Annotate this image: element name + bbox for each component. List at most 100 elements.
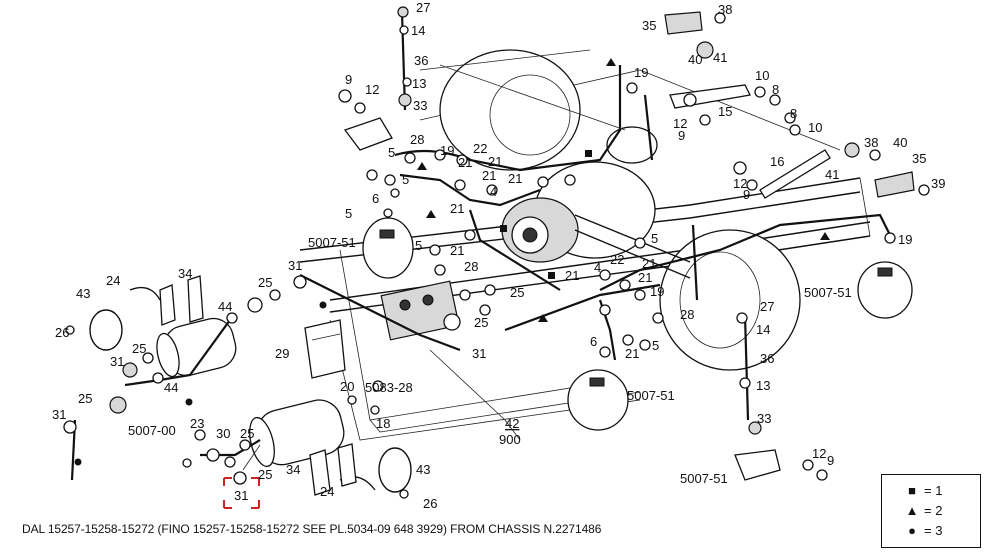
- label-8: 8: [790, 106, 797, 121]
- label-4: 4: [594, 260, 601, 275]
- label-33: 33: [757, 411, 771, 426]
- label-12: 12: [812, 446, 826, 461]
- label-31: 31: [472, 346, 486, 361]
- label-28: 28: [680, 307, 694, 322]
- label-8: 8: [772, 82, 779, 97]
- label-26: 26: [55, 325, 69, 340]
- legend-text: = 1: [924, 483, 943, 498]
- triangle-marker-icon: ▲: [905, 503, 919, 518]
- label-21: 21: [458, 155, 472, 170]
- label-30: 30: [216, 426, 230, 441]
- label-25: 25: [510, 285, 524, 300]
- label-31: 31: [52, 407, 66, 422]
- label-21: 21: [625, 346, 639, 361]
- label-19: 19: [440, 143, 454, 158]
- circle-marker-icon: ●: [908, 523, 916, 538]
- label-44: 44: [164, 380, 178, 395]
- label-31: 31: [110, 354, 124, 369]
- label-26: 26: [423, 496, 437, 511]
- fittings: [63, 6, 930, 499]
- label-5: 5: [388, 145, 395, 160]
- label-9: 9: [678, 128, 685, 143]
- label-34: 34: [286, 462, 300, 477]
- label-28: 28: [410, 132, 424, 147]
- label-14: 14: [756, 322, 770, 337]
- air-tank-lower: [249, 399, 345, 468]
- label-20: 20: [340, 379, 354, 394]
- label-21: 21: [642, 256, 656, 271]
- label-12: 12: [673, 116, 687, 131]
- legend-row-3: ●= 3: [904, 523, 942, 538]
- label-21: 21: [450, 243, 464, 258]
- lever-upper: [669, 84, 751, 109]
- label-18: 18: [376, 416, 390, 431]
- clamp-upper: [89, 275, 204, 351]
- valve-block: [380, 280, 461, 341]
- bracket-upper-left: [343, 117, 393, 151]
- label-10: 10: [808, 120, 822, 135]
- legend-row-2: ▲ = 2: [904, 503, 943, 518]
- label-10: 10: [755, 68, 769, 83]
- label-36: 36: [760, 351, 774, 366]
- label-5: 5: [402, 172, 409, 187]
- label-900: 900: [499, 432, 521, 447]
- label-25: 25: [258, 275, 272, 290]
- square-marker-icon: ■: [908, 483, 916, 498]
- label-6: 6: [590, 334, 597, 349]
- label-25: 25: [78, 391, 92, 406]
- legend-text: = 2: [924, 503, 943, 518]
- label-5007-51: 5007-51: [680, 471, 728, 486]
- label-19: 19: [634, 65, 648, 80]
- air-bellows-3: [857, 261, 913, 319]
- label-5: 5: [345, 206, 352, 221]
- label-13: 13: [412, 76, 426, 91]
- label-14: 14: [411, 23, 425, 38]
- label-25: 25: [258, 467, 272, 482]
- label-21: 21: [508, 171, 522, 186]
- label-19: 19: [898, 232, 912, 247]
- bracket-35b: [874, 171, 915, 198]
- clamp-lower: [309, 443, 412, 496]
- air-tank-upper: [156, 317, 237, 378]
- label-5007-51: 5007-51: [627, 388, 675, 403]
- label-12: 12: [733, 176, 747, 191]
- rear-wheel-lower: [659, 229, 801, 371]
- label-22: 22: [473, 141, 487, 156]
- label-5: 5: [415, 238, 422, 253]
- highlight-31: [223, 477, 260, 509]
- label-25: 25: [474, 315, 488, 330]
- label-43: 43: [416, 462, 430, 477]
- label-40: 40: [688, 52, 702, 67]
- label-35: 35: [912, 151, 926, 166]
- label-9: 9: [827, 453, 834, 468]
- label-40: 40: [893, 135, 907, 150]
- label-9: 9: [345, 72, 352, 87]
- label-5007-00: 5007-00: [128, 423, 176, 438]
- label-24: 24: [106, 273, 120, 288]
- rear-wheel-upper: [439, 49, 656, 259]
- label-44: 44: [218, 299, 232, 314]
- label-12: 12: [365, 82, 379, 97]
- marker-legend: ■ = 1 ▲ = 2 ●= 3: [881, 474, 981, 548]
- label-31: 31: [288, 258, 302, 273]
- diagram-caption: DAL 15257-15258-15272 (FINO 15257-15258-…: [22, 522, 602, 536]
- label-38: 38: [864, 135, 878, 150]
- label-5007-51: 5007-51: [804, 285, 852, 300]
- label-41: 41: [713, 50, 727, 65]
- label-41: 41: [825, 167, 839, 182]
- air-bellows-2: [567, 369, 629, 431]
- label-16: 16: [770, 154, 784, 169]
- part-labels: 27 14 36 13 33 9 12 35 38 40 41 19 10 8 …: [52, 0, 945, 511]
- label-25: 25: [132, 341, 146, 356]
- label-43: 43: [76, 286, 90, 301]
- label-21: 21: [482, 168, 496, 183]
- lever-mid: [759, 149, 831, 199]
- label-5083-28: 5083-28: [365, 380, 413, 395]
- label-34: 34: [178, 266, 192, 281]
- label-21: 21: [450, 201, 464, 216]
- label-39: 39: [931, 176, 945, 191]
- label-5: 5: [651, 231, 658, 246]
- label-27: 27: [416, 0, 430, 15]
- label-23: 23: [190, 416, 204, 431]
